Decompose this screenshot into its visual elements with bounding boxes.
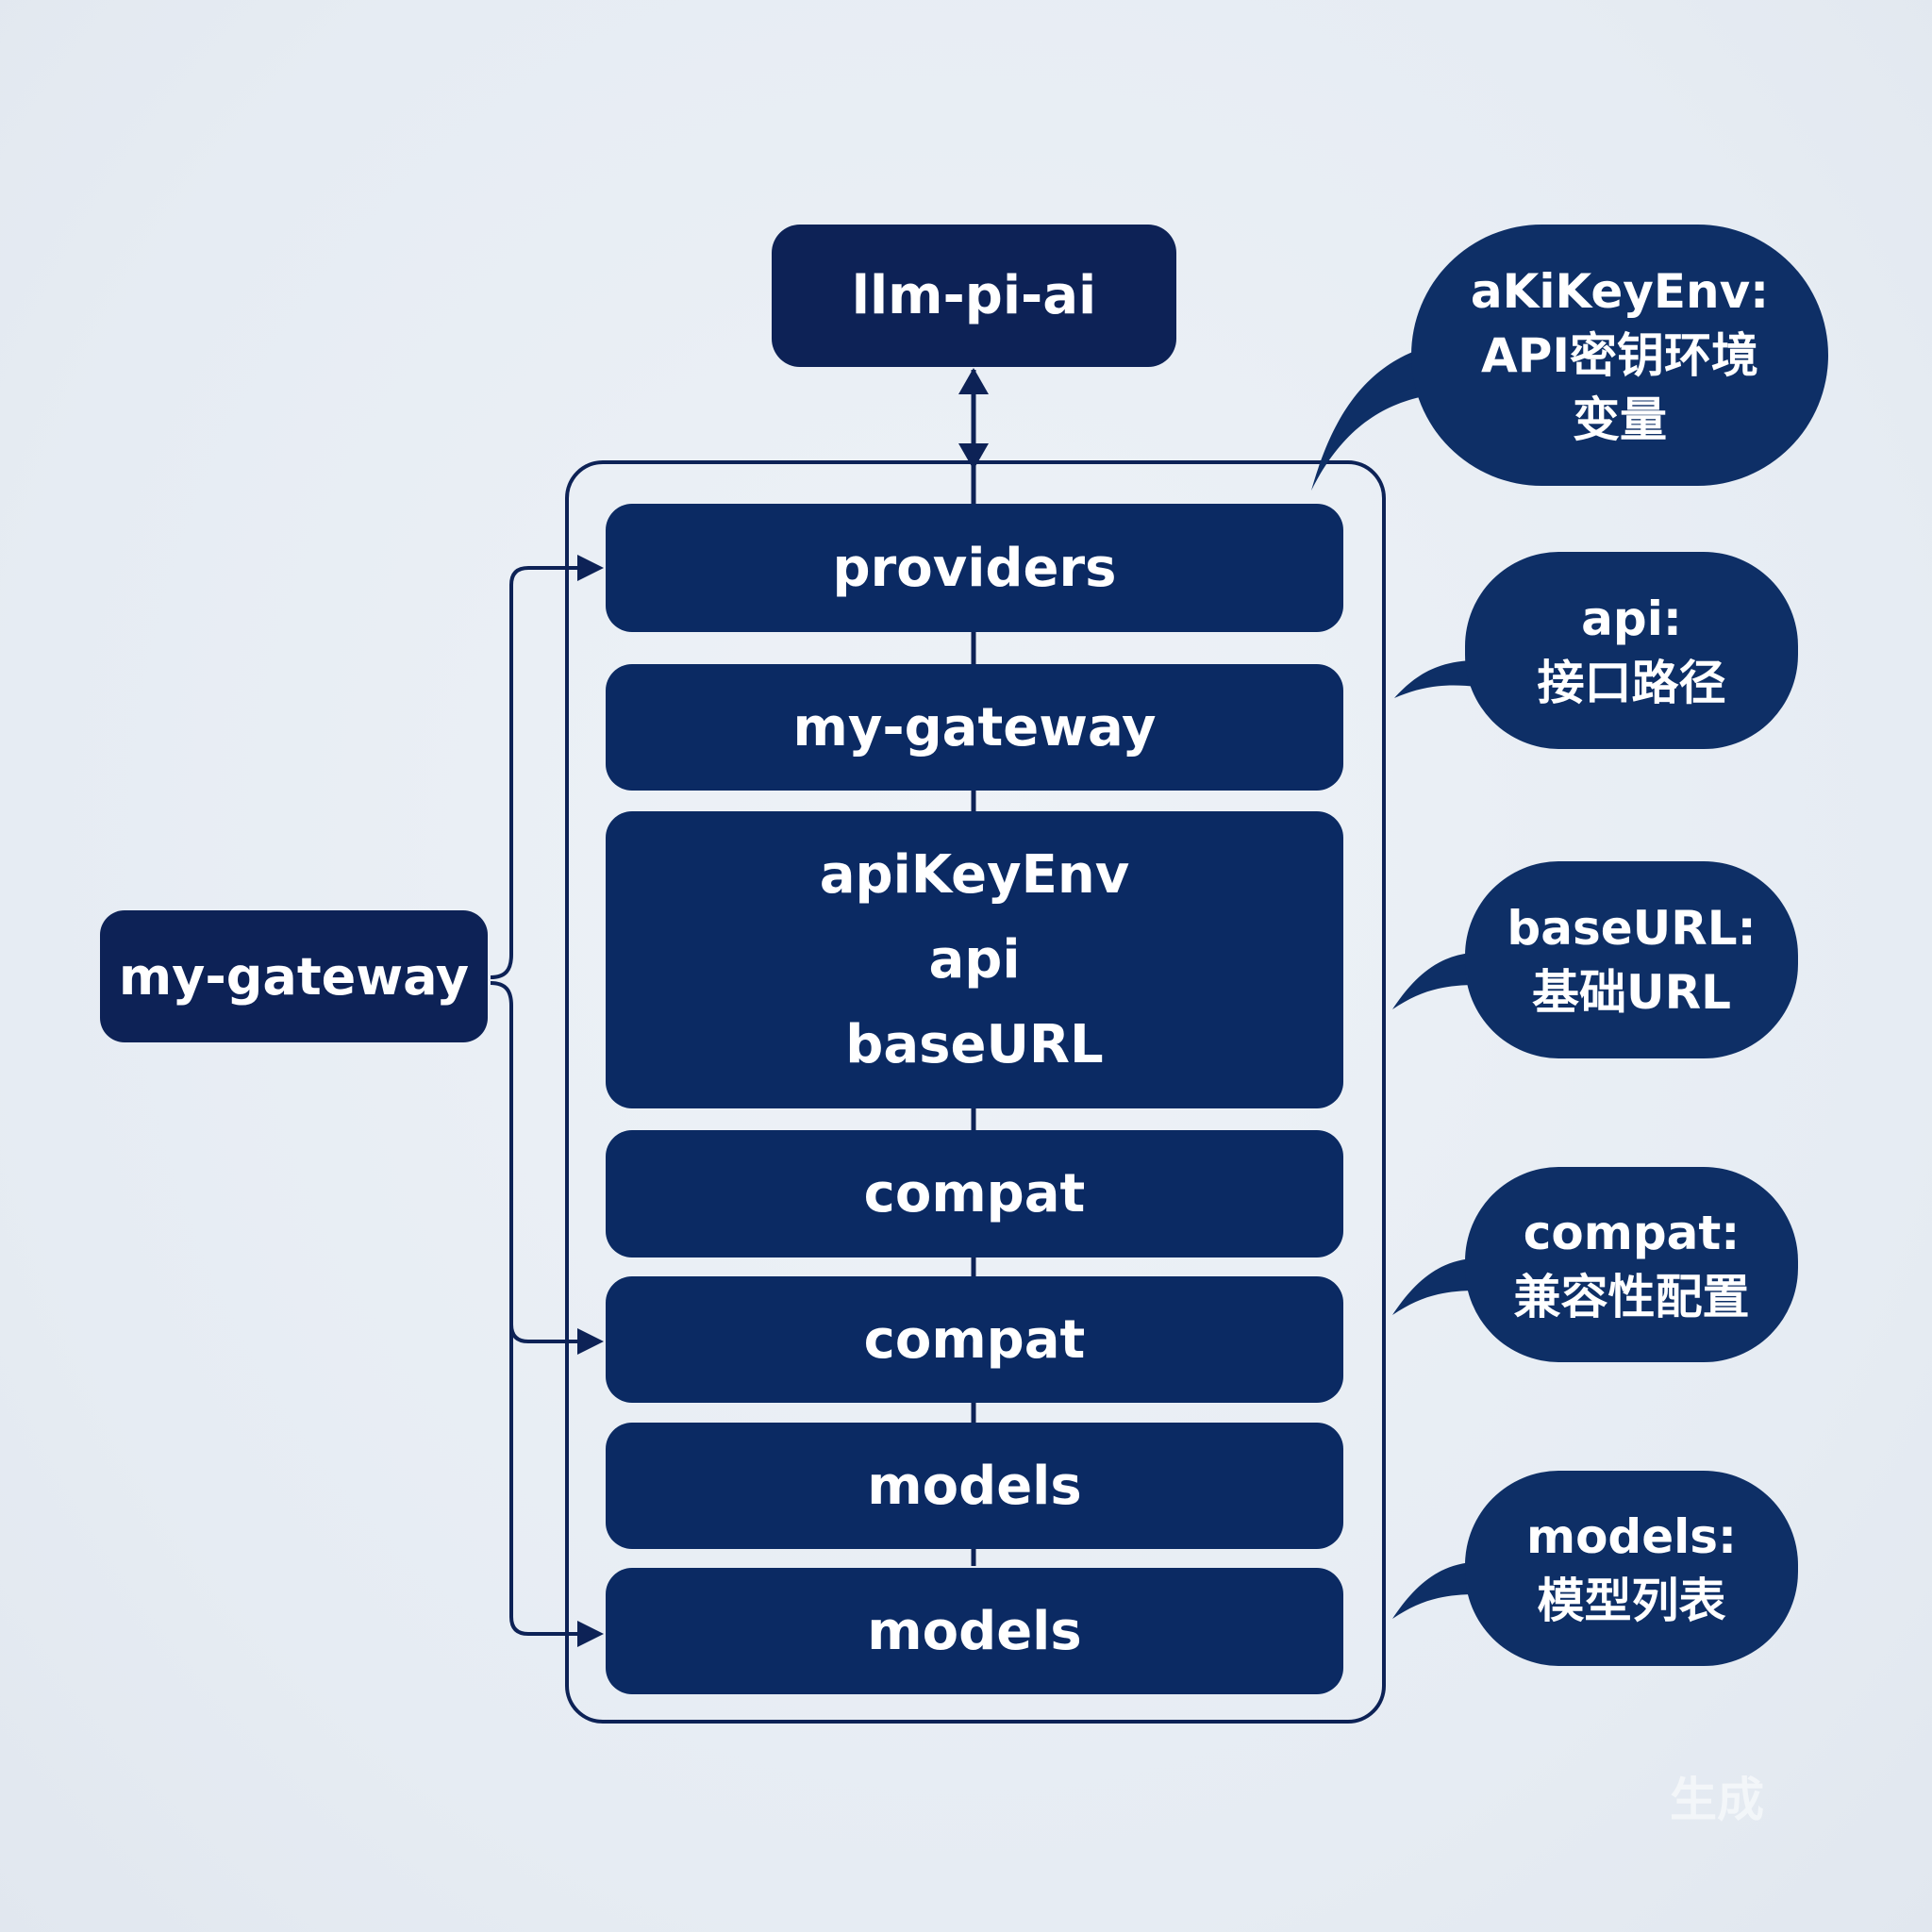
compat-label-2: compat <box>863 1308 1086 1371</box>
annotation-bubble-compat: compat: 兼容性配置 <box>1465 1167 1798 1362</box>
annotation-title: baseURL: <box>1507 900 1757 956</box>
arrow-to-compat-icon <box>577 1328 604 1355</box>
my-gateway-source-node: my-gateway <box>100 910 488 1042</box>
annotation-bubble-api: api: 接口路径 <box>1465 552 1798 749</box>
bracket-bottom <box>509 1321 594 1636</box>
annotation-text: 变量 <box>1573 391 1667 447</box>
models-row-1: models <box>606 1423 1343 1549</box>
bracket-top <box>490 566 594 979</box>
bubble-tail-5 <box>1392 1562 1477 1619</box>
baseurl-label: baseURL <box>845 1013 1104 1075</box>
annotation-title: api: <box>1581 591 1682 646</box>
my-gateway-row-label: my-gateway <box>792 696 1157 758</box>
api-label: api <box>928 928 1021 991</box>
arrow-down-icon <box>958 443 989 470</box>
arrow-to-providers-icon <box>577 555 604 581</box>
llm-pi-ai-label: llm-pi-ai <box>851 265 1097 326</box>
annotation-bubble-models: models: 模型列表 <box>1465 1471 1798 1666</box>
llm-pi-ai-node: llm-pi-ai <box>772 225 1176 367</box>
compat-row-1: compat <box>606 1130 1343 1257</box>
annotation-text: 基础URL <box>1532 964 1731 1020</box>
annotation-bubble-apikeyenv: aKiKeyEnv: API密钥环境 变量 <box>1411 225 1828 486</box>
arrow-up-icon <box>958 368 989 394</box>
annotation-text: 接口路径 <box>1537 655 1726 710</box>
providers-label: providers <box>832 537 1117 599</box>
providers-row: providers <box>606 504 1343 632</box>
bubble-tail-3 <box>1392 953 1477 1009</box>
bubble-tail-1 <box>1311 351 1424 491</box>
annotation-bubble-baseurl: baseURL: 基础URL <box>1465 861 1798 1058</box>
annotation-text: 兼容性配置 <box>1513 1269 1750 1324</box>
annotation-text: 模型列表 <box>1537 1573 1726 1628</box>
annotation-text: API密钥环境 <box>1481 327 1758 383</box>
apikeyenv-label: apiKeyEnv <box>819 843 1130 906</box>
my-gateway-source-label: my-gateway <box>118 946 470 1007</box>
bracket-mid <box>490 981 594 1343</box>
annotation-title: compat: <box>1523 1205 1740 1260</box>
arrow-to-models-icon <box>577 1621 604 1647</box>
models-label-2: models <box>867 1600 1082 1662</box>
models-row-2: models <box>606 1568 1343 1694</box>
bubble-tail-4 <box>1392 1258 1477 1315</box>
models-label-1: models <box>867 1455 1082 1517</box>
gateway-config-row: apiKeyEnv api baseURL <box>606 811 1343 1108</box>
watermark: 生成 <box>1670 1773 1764 1827</box>
annotation-title: models: <box>1525 1508 1738 1564</box>
compat-label-1: compat <box>863 1163 1086 1224</box>
bubble-tail-2 <box>1394 660 1477 698</box>
compat-row-2: compat <box>606 1276 1343 1403</box>
annotation-title: aKiKeyEnv: <box>1470 263 1770 319</box>
my-gateway-row: my-gateway <box>606 664 1343 791</box>
